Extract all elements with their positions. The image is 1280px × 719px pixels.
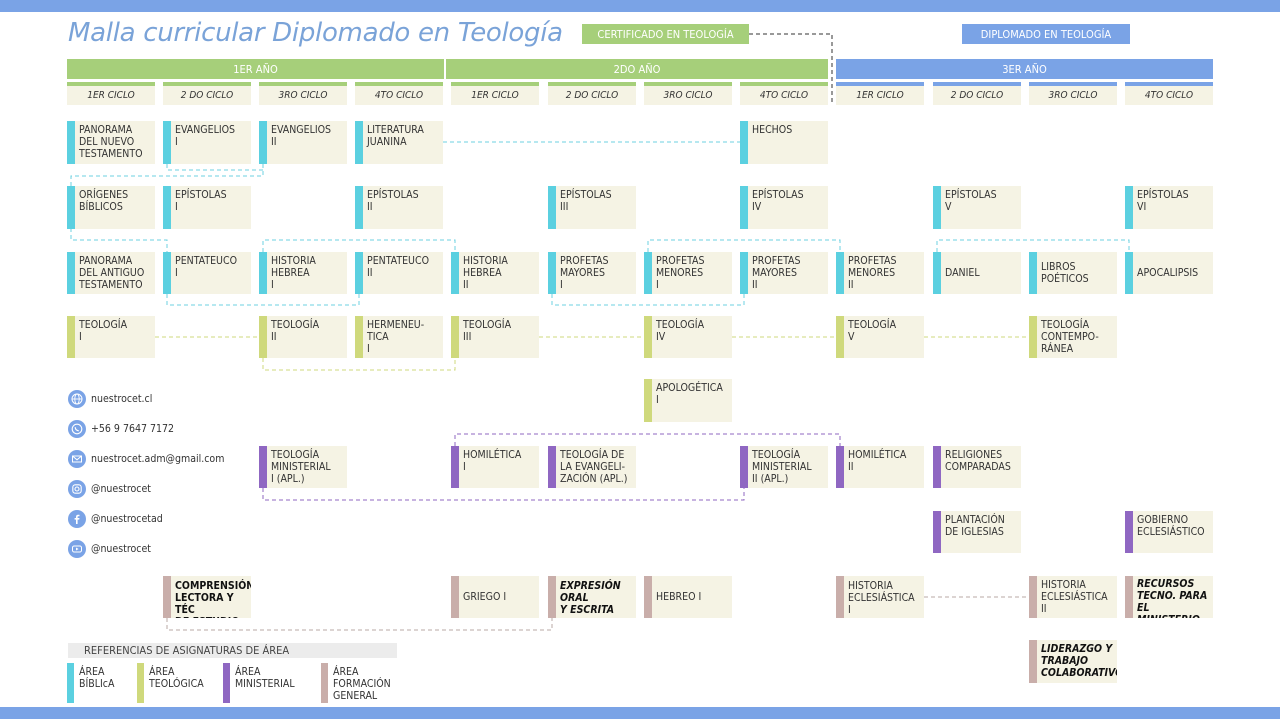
course-epistolas-1[interactable]: EPÍSTOLAS I bbox=[163, 186, 251, 229]
cycle-header: 3RO CICLO bbox=[644, 82, 732, 105]
course-profetas-menores-1[interactable]: PROFETAS MENORES I bbox=[644, 252, 732, 294]
course-historia-eclesiastica-2[interactable]: HISTORIA ECLESIÁSTICA II bbox=[1029, 576, 1117, 618]
course-daniel[interactable]: DANIEL bbox=[933, 252, 1021, 294]
course-expresion-oral[interactable]: EXPRESIÓN ORAL Y ESCRITA bbox=[548, 576, 636, 618]
course-pentateuco-1[interactable]: PENTATEUCO I bbox=[163, 252, 251, 294]
course-epistolas-5[interactable]: EPÍSTOLAS V bbox=[933, 186, 1021, 229]
instagram-icon bbox=[68, 480, 86, 498]
course-comprension-lectora[interactable]: COMPRENSIÓN LECTORA Y TÉC DE ESTUDIO bbox=[163, 576, 251, 618]
cycle-header: 2 DO CICLO bbox=[163, 82, 251, 105]
year-2-header: 2DO AÑO bbox=[446, 59, 828, 79]
course-liderazgo[interactable]: LIDERAZGO Y TRABAJO COLABORATIVO bbox=[1029, 640, 1117, 683]
contact-email-text: nuestrocet.adm@gmail.com bbox=[91, 453, 225, 465]
contact-instagram-text: @nuestrocet bbox=[91, 483, 152, 495]
course-historia-hebrea-2[interactable]: HISTORIA HEBREA II bbox=[451, 252, 539, 294]
course-teologia-1[interactable]: TEOLOGÍA I bbox=[67, 316, 155, 358]
course-homiletica-2[interactable]: HOMILÉTICA II bbox=[836, 446, 924, 488]
contact-instagram[interactable]: @nuestrocet bbox=[68, 480, 151, 498]
cycle-header: 3RO CICLO bbox=[259, 82, 347, 105]
course-plantacion-iglesias[interactable]: PLANTACIÓN DE IGLESIAS bbox=[933, 511, 1021, 553]
top-band bbox=[0, 0, 1280, 12]
course-apologetica-1[interactable]: APOLOGÉTICA I bbox=[644, 379, 732, 422]
course-hebreo-1[interactable]: HEBREO I bbox=[644, 576, 732, 618]
course-teologia-3[interactable]: TEOLOGÍA III bbox=[451, 316, 539, 358]
contact-web-text: nuestrocet.cl bbox=[91, 393, 153, 405]
cycle-header: 4TO CICLO bbox=[355, 82, 443, 105]
contact-web[interactable]: nuestrocet.cl bbox=[68, 390, 152, 408]
course-epistolas-3[interactable]: EPÍSTOLAS III bbox=[548, 186, 636, 229]
course-historia-hebrea-1[interactable]: HISTORIA HEBREA I bbox=[259, 252, 347, 294]
contact-email[interactable]: nuestrocet.adm@gmail.com bbox=[68, 450, 224, 468]
course-teologia-ministerial-1[interactable]: TEOLOGÍA MINISTERIAL I (APL.) bbox=[259, 446, 347, 488]
legend-title: REFERENCIAS DE ASIGNATURAS DE ÁREA bbox=[68, 643, 397, 658]
contact-youtube[interactable]: @nuestrocet bbox=[68, 540, 151, 558]
course-teologia-2[interactable]: TEOLOGÍA II bbox=[259, 316, 347, 358]
course-hechos[interactable]: HECHOS bbox=[740, 121, 828, 164]
year-1-header: 1ER AÑO bbox=[67, 59, 444, 79]
page-title: Malla curricular Diplomado en Teología bbox=[68, 18, 563, 48]
course-teologia-5[interactable]: TEOLOGÍA V bbox=[836, 316, 924, 358]
legend-ministerial: ÁREA MINISTERIAL bbox=[223, 663, 313, 703]
course-profetas-mayores-2[interactable]: PROFETAS MAYORES II bbox=[740, 252, 828, 294]
cycle-header: 3RO CICLO bbox=[1029, 82, 1117, 105]
contact-phone-text: +56 9 7647 7172 bbox=[91, 423, 175, 435]
course-epistolas-2[interactable]: EPÍSTOLAS II bbox=[355, 186, 443, 229]
year-3-header: 3ER AÑO bbox=[836, 59, 1213, 79]
contact-facebook-text: @nuestrocetad bbox=[91, 513, 163, 525]
legend-biblica: ÁREA BÍBLIcA bbox=[67, 663, 137, 703]
cycle-header: 2 DO CICLO bbox=[933, 82, 1021, 105]
cycle-header: 4TO CICLO bbox=[740, 82, 828, 105]
course-apocalipsis[interactable]: APOCALIPSIS bbox=[1125, 252, 1213, 294]
globe-icon bbox=[68, 390, 86, 408]
course-homiletica-1[interactable]: HOMILÉTICA I bbox=[451, 446, 539, 488]
youtube-icon bbox=[68, 540, 86, 558]
cycle-header: 1ER CICLO bbox=[451, 82, 539, 105]
contact-phone[interactable]: +56 9 7647 7172 bbox=[68, 420, 174, 438]
course-panorama-nt[interactable]: PANORAMA DEL NUEVO TESTAMENTO bbox=[67, 121, 155, 164]
course-teologia-evangelizacion[interactable]: TEOLOGÍA DE LA EVANGELI- ZACIÓN (APL.) bbox=[548, 446, 636, 488]
diplomado-badge: DIPLOMADO EN TEOLOGÍA bbox=[962, 24, 1130, 44]
course-evangelios-1[interactable]: EVANGELIOS I bbox=[163, 121, 251, 164]
cycle-header: 1ER CICLO bbox=[836, 82, 924, 105]
course-literatura-juanina[interactable]: LITERATURA JUANINA bbox=[355, 121, 443, 164]
bottom-band bbox=[0, 707, 1280, 719]
course-libros-poeticos[interactable]: LIBROS POÉTICOS bbox=[1029, 252, 1117, 294]
cycle-header: 1ER CICLO bbox=[67, 82, 155, 105]
course-panorama-at[interactable]: PANORAMA DEL ANTIGUO TESTAMENTO bbox=[67, 252, 155, 294]
course-hermeneutica-1[interactable]: HERMENEU- TICA I bbox=[355, 316, 443, 358]
course-profetas-mayores-1[interactable]: PROFETAS MAYORES I bbox=[548, 252, 636, 294]
course-epistolas-4[interactable]: EPÍSTOLAS IV bbox=[740, 186, 828, 229]
contact-youtube-text: @nuestrocet bbox=[91, 543, 152, 555]
course-griego-1[interactable]: GRIEGO I bbox=[451, 576, 539, 618]
course-teologia-contemporanea[interactable]: TEOLOGÍA CONTEMPO- RÁNEA bbox=[1029, 316, 1117, 358]
course-origenes-biblicos[interactable]: ORÍGENES BÍBLICOS bbox=[67, 186, 155, 229]
whatsapp-icon bbox=[68, 420, 86, 438]
mail-icon bbox=[68, 450, 86, 468]
cycle-header: 4TO CICLO bbox=[1125, 82, 1213, 105]
course-teologia-ministerial-2[interactable]: TEOLOGÍA MINISTERIAL II (APL.) bbox=[740, 446, 828, 488]
course-evangelios-2[interactable]: EVANGELIOS II bbox=[259, 121, 347, 164]
facebook-icon bbox=[68, 510, 86, 528]
course-gobierno-eclesiastico[interactable]: GOBIERNO ECLESIÁSTICO bbox=[1125, 511, 1213, 553]
course-profetas-menores-2[interactable]: PROFETAS MENORES II bbox=[836, 252, 924, 294]
course-recursos-tecno[interactable]: RECURSOS TECNO. PARA EL MINISTERIO bbox=[1125, 576, 1213, 618]
course-historia-eclesiastica-1[interactable]: HISTORIA ECLESIÁSTICA I bbox=[836, 576, 924, 618]
certificado-badge: CERTIFICADO EN TEOLOGÍA bbox=[582, 24, 749, 44]
legend-general: ÁREA FORMACIÓN GENERAL bbox=[321, 663, 401, 703]
legend-teologica: ÁREA TEOLÓGICA bbox=[137, 663, 217, 703]
cycle-header: 2 DO CICLO bbox=[548, 82, 636, 105]
course-teologia-4[interactable]: TEOLOGÍA IV bbox=[644, 316, 732, 358]
contact-facebook[interactable]: @nuestrocetad bbox=[68, 510, 163, 528]
course-religiones-comparadas[interactable]: RELIGIONES COMPARADAS bbox=[933, 446, 1021, 488]
course-epistolas-6[interactable]: EPÍSTOLAS VI bbox=[1125, 186, 1213, 229]
course-pentateuco-2[interactable]: PENTATEUCO II bbox=[355, 252, 443, 294]
